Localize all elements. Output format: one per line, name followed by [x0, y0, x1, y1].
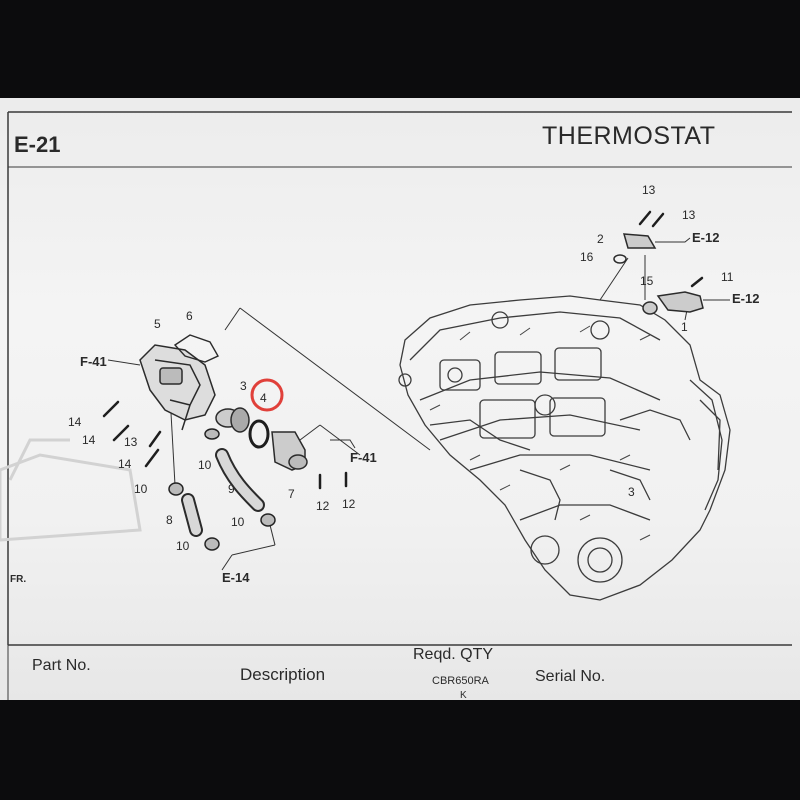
- ref-f41: F-41: [80, 354, 107, 369]
- column-part-no: Part No.: [32, 657, 91, 674]
- callout-16: 16: [580, 250, 594, 264]
- callout-8: 8: [166, 513, 173, 527]
- ref-e12: E-12: [732, 291, 759, 306]
- highlight-circle: [250, 378, 284, 412]
- callout-14: 14: [82, 433, 96, 447]
- cross-references: F-41 F-41 E-12 E-12 E-14 FR.: [10, 230, 759, 585]
- callout-10: 10: [198, 458, 212, 472]
- callout-15: 15: [640, 274, 654, 288]
- bolts: [102, 400, 348, 490]
- callout-2: 2: [597, 232, 604, 246]
- callout-6: 6: [186, 309, 193, 323]
- gasket: [173, 334, 219, 363]
- callout-13: 13: [124, 435, 138, 449]
- callout-7: 7: [288, 487, 295, 501]
- ref-f41: F-41: [350, 450, 377, 465]
- callout-10: 10: [134, 482, 148, 496]
- thermostat-valve: [215, 407, 250, 433]
- leader-lines: [169, 255, 689, 556]
- brand-watermark: [0, 438, 142, 542]
- callout-numbers: 1 2 3 3 4 5 6 7 8 9 10 10 10 10 11 12 12…: [68, 183, 734, 553]
- o-ring: [248, 419, 270, 449]
- callout-11: 11: [721, 270, 734, 284]
- coolant-hose-inner: [217, 450, 263, 510]
- ref-arrows: [107, 237, 730, 571]
- ref-front: FR.: [10, 574, 26, 585]
- hose-clamps: [168, 428, 276, 551]
- callout-10: 10: [231, 515, 245, 529]
- callout-1: 1: [681, 320, 688, 334]
- column-model: CBR650RA: [432, 675, 489, 687]
- callout-9: 9: [228, 482, 235, 496]
- callout-4: 4: [260, 391, 267, 405]
- upper-fittings: [613, 233, 704, 315]
- ref-e14: E-14: [222, 570, 250, 585]
- callout-12: 12: [316, 499, 330, 513]
- thermostat-housing: [139, 344, 216, 431]
- callout-5: 5: [154, 317, 161, 331]
- column-model-suffix: K: [460, 690, 467, 701]
- column-serial-no: Serial No.: [535, 668, 606, 685]
- callout-13: 13: [642, 183, 656, 197]
- callout-3: 3: [240, 379, 247, 393]
- page-title: THERMOSTAT: [542, 122, 716, 150]
- page-border: [7, 111, 792, 700]
- callout-12: 12: [342, 497, 356, 511]
- callout-10: 10: [176, 539, 190, 553]
- callout-14: 14: [118, 457, 132, 471]
- upper-bolts: [638, 210, 704, 288]
- engine-detail-marks: [429, 325, 651, 541]
- manual-page: [0, 98, 800, 700]
- bypass-hose-inner: [183, 495, 201, 535]
- ref-e12: E-12: [692, 230, 719, 245]
- page-code: E-21: [14, 132, 61, 157]
- callout-3: 3: [628, 485, 635, 499]
- column-reqd-qty: Reqd. QTY: [413, 646, 494, 663]
- callout-13: 13: [682, 208, 696, 222]
- callout-14: 14: [68, 415, 82, 429]
- thermostat-cover: [271, 431, 308, 471]
- engine-assembly: [398, 295, 731, 601]
- column-description: Description: [240, 665, 326, 684]
